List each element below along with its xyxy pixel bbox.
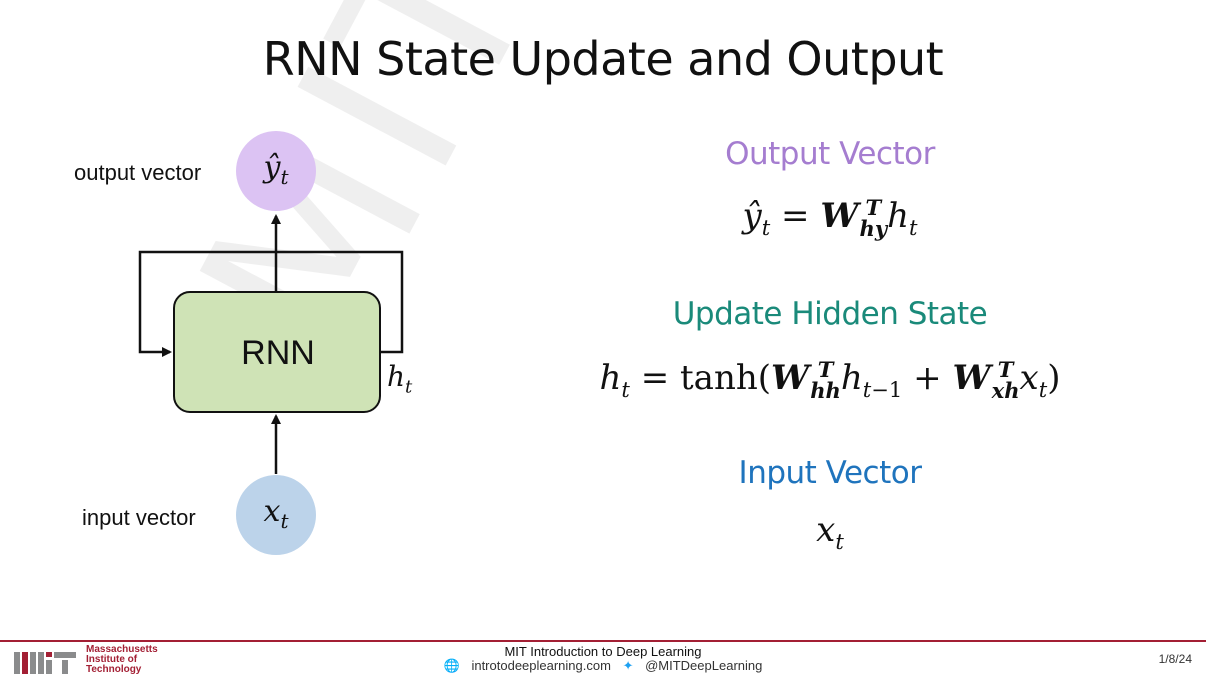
recurrent-loop — [138, 250, 404, 357]
footer-center: MIT Introduction to Deep Learning 🌐 intr… — [400, 645, 806, 673]
output-vector-label: output vector — [74, 160, 202, 185]
mit-institute-name: Massachusetts Institute of Technology — [86, 644, 158, 675]
input-vector-heading: Input Vector — [738, 455, 922, 491]
update-hidden-state-heading: Update Hidden State — [672, 296, 988, 332]
input-symbol: xt — [263, 494, 289, 533]
course-title: MIT Introduction to Deep Learning — [504, 644, 702, 659]
output-vector-heading: Output Vector — [725, 136, 935, 172]
twitter-icon: ✦ — [622, 658, 634, 673]
input-circle — [236, 475, 316, 555]
globe-icon: 🌐 — [443, 658, 460, 673]
input-equation: xt — [816, 510, 844, 554]
website-link[interactable]: introtodeeplearning.com — [471, 658, 611, 673]
hidden-state-label: ht — [387, 360, 413, 398]
rnn-label: RNN — [241, 334, 315, 372]
footer-divider — [0, 640, 1206, 642]
twitter-handle[interactable]: @MITDeepLearning — [645, 658, 763, 673]
output-circle — [236, 131, 316, 211]
output-symbol: ŷt — [263, 150, 289, 189]
page-date: 1/8/24 — [1158, 652, 1192, 666]
slide-title: RNN State Update and Output — [262, 32, 944, 86]
mit-logo — [14, 652, 76, 674]
input-vector-label: input vector — [82, 505, 196, 530]
